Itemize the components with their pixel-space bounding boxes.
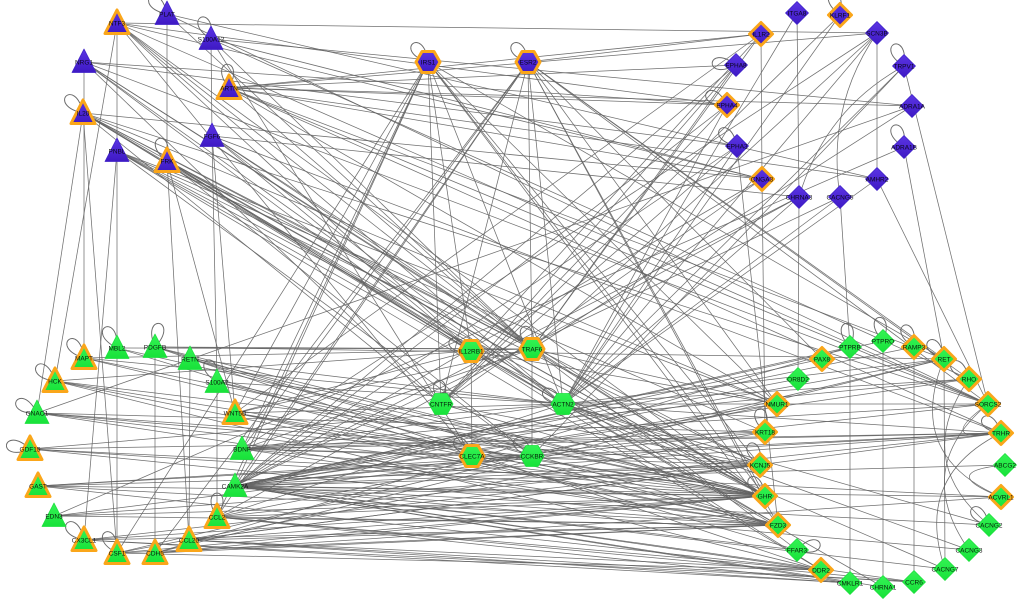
svg-text:RAMP3: RAMP3 bbox=[903, 345, 926, 352]
svg-text:CACNG5: CACNG5 bbox=[826, 195, 853, 202]
svg-text:SCN3B: SCN3B bbox=[866, 31, 888, 38]
svg-text:TRAF6: TRAF6 bbox=[522, 347, 543, 354]
svg-text:CAMK2A: CAMK2A bbox=[222, 484, 249, 491]
svg-text:PDGFB: PDGFB bbox=[144, 345, 166, 352]
svg-text:RET: RET bbox=[938, 357, 951, 364]
svg-text:PTPRB: PTPRB bbox=[839, 345, 861, 352]
svg-text:TRPV1: TRPV1 bbox=[894, 64, 915, 71]
svg-text:RHO: RHO bbox=[962, 377, 976, 384]
svg-text:ESR2: ESR2 bbox=[520, 60, 537, 67]
svg-text:NMUR1: NMUR1 bbox=[765, 402, 788, 409]
svg-text:FZD3: FZD3 bbox=[770, 523, 787, 530]
svg-text:ABCG2: ABCG2 bbox=[994, 463, 1016, 470]
svg-text:MAPT: MAPT bbox=[75, 356, 93, 363]
svg-text:EPHA3: EPHA3 bbox=[726, 144, 748, 151]
svg-text:FFAR3: FFAR3 bbox=[787, 548, 808, 555]
svg-text:CHRNA1: CHRNA1 bbox=[870, 585, 897, 592]
svg-text:PTPRO: PTPRO bbox=[872, 339, 894, 346]
svg-text:TRHR: TRHR bbox=[992, 431, 1010, 438]
svg-text:KCNJ5: KCNJ5 bbox=[750, 463, 771, 470]
svg-text:PAX8: PAX8 bbox=[814, 357, 831, 364]
svg-text:GHR: GHR bbox=[758, 494, 773, 501]
svg-text:HCK: HCK bbox=[48, 379, 62, 386]
svg-text:EDN3: EDN3 bbox=[45, 514, 63, 521]
svg-text:S100A12: S100A12 bbox=[198, 37, 225, 44]
svg-text:CNGA3: CNGA3 bbox=[751, 177, 774, 184]
svg-text:CX3CL1: CX3CL1 bbox=[72, 538, 97, 545]
svg-text:IRS1: IRS1 bbox=[421, 60, 436, 67]
svg-text:ACTN2: ACTN2 bbox=[552, 402, 574, 409]
svg-text:IL20: IL20 bbox=[77, 111, 90, 118]
svg-text:IL12RB1: IL12RB1 bbox=[458, 349, 484, 356]
svg-text:CSF1: CSF1 bbox=[109, 551, 126, 558]
svg-text:CACNG3: CACNG3 bbox=[955, 548, 982, 555]
svg-text:CLEC7A: CLEC7A bbox=[459, 454, 485, 461]
svg-text:ADRA1B: ADRA1B bbox=[891, 145, 917, 152]
svg-text:EPHA4: EPHA4 bbox=[716, 103, 738, 110]
svg-text:SORCS2: SORCS2 bbox=[975, 402, 1002, 409]
svg-text:CMKLR1: CMKLR1 bbox=[837, 581, 864, 588]
svg-text:AMHR2: AMHR2 bbox=[866, 177, 889, 184]
svg-text:CHRNA3: CHRNA3 bbox=[786, 195, 813, 202]
svg-text:FGF6: FGF6 bbox=[204, 134, 221, 141]
svg-text:WNT5B: WNT5B bbox=[224, 411, 247, 418]
svg-text:GNAO1: GNAO1 bbox=[26, 411, 49, 418]
svg-text:IL1R2: IL1R2 bbox=[752, 32, 770, 39]
svg-text:CDH5: CDH5 bbox=[146, 551, 164, 558]
svg-text:ITGA8: ITGA8 bbox=[788, 11, 807, 18]
svg-text:EPHA8: EPHA8 bbox=[725, 63, 747, 70]
svg-text:FRK: FRK bbox=[161, 159, 175, 166]
svg-text:CACNG2: CACNG2 bbox=[975, 523, 1002, 530]
svg-text:CACNG7: CACNG7 bbox=[931, 567, 958, 574]
svg-text:RETN: RETN bbox=[181, 357, 199, 364]
svg-text:ADRA1A: ADRA1A bbox=[899, 104, 926, 111]
svg-text:GAST: GAST bbox=[29, 484, 47, 491]
svg-text:CCL20: CCL20 bbox=[179, 538, 200, 545]
svg-text:S100A7: S100A7 bbox=[205, 380, 229, 387]
svg-text:MBL2: MBL2 bbox=[109, 346, 126, 353]
svg-text:CCL2: CCL2 bbox=[209, 515, 226, 522]
svg-text:DDR2: DDR2 bbox=[812, 568, 830, 575]
svg-text:CCKBR: CCKBR bbox=[521, 454, 544, 461]
svg-text:GDF15: GDF15 bbox=[20, 447, 41, 454]
svg-text:PLAT: PLAT bbox=[159, 12, 175, 19]
svg-text:CNTFR: CNTFR bbox=[430, 402, 452, 409]
svg-text:NRG1: NRG1 bbox=[75, 60, 93, 67]
svg-text:KLRF1: KLRF1 bbox=[830, 13, 851, 20]
svg-text:CCR6: CCR6 bbox=[905, 580, 923, 587]
svg-text:OR8D2: OR8D2 bbox=[787, 377, 809, 384]
svg-text:NTF3: NTF3 bbox=[109, 21, 126, 28]
svg-text:ARTN: ARTN bbox=[220, 86, 238, 93]
svg-text:BDNF: BDNF bbox=[233, 447, 251, 454]
svg-text:PNBL: PNBL bbox=[109, 149, 126, 156]
svg-text:ACVRL1: ACVRL1 bbox=[988, 495, 1014, 502]
svg-text:KRT18: KRT18 bbox=[755, 430, 775, 437]
